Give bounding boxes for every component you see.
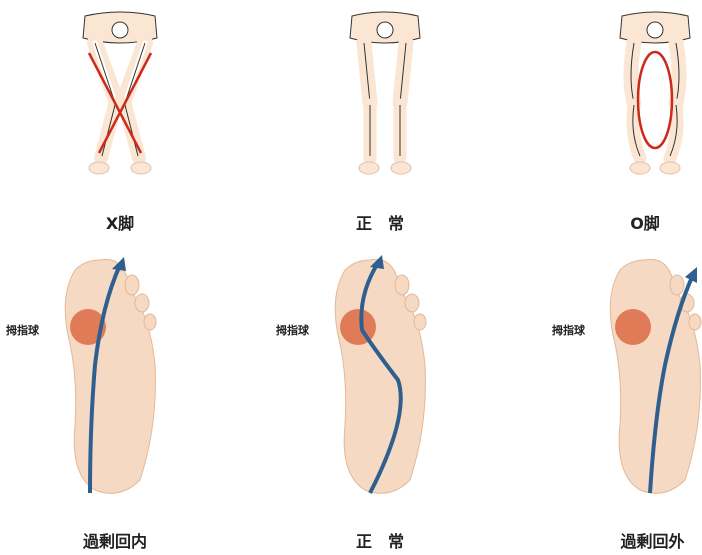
oversupination-caption: 過剰回外 [605, 528, 700, 552]
ball-label-center: 拇指球 [276, 322, 309, 338]
skeleton-legs [83, 12, 157, 174]
o-marker [638, 52, 672, 148]
overpronation-foot [50, 255, 190, 500]
ball-label-left: 拇指球 [6, 322, 39, 338]
oversupination-foot [595, 255, 702, 500]
ball-of-foot-marker [615, 309, 651, 345]
x-leg-illustration [65, 8, 175, 178]
o-leg-illustration [600, 8, 702, 178]
x-leg-caption: X脚 [85, 210, 155, 234]
overpronation-caption: 過剰回内 [65, 528, 165, 552]
o-leg-caption: O脚 [610, 210, 680, 234]
skeleton-legs [350, 12, 420, 174]
foot-sole [610, 259, 701, 493]
normal-foot [320, 255, 460, 500]
ball-label-right: 拇指球 [552, 322, 585, 338]
foot-sole [335, 259, 426, 493]
normal-leg-caption: 正 常 [340, 210, 420, 234]
skeleton-legs [620, 12, 690, 174]
normal-leg-illustration [330, 8, 440, 178]
normal-foot-caption: 正 常 [340, 528, 420, 552]
